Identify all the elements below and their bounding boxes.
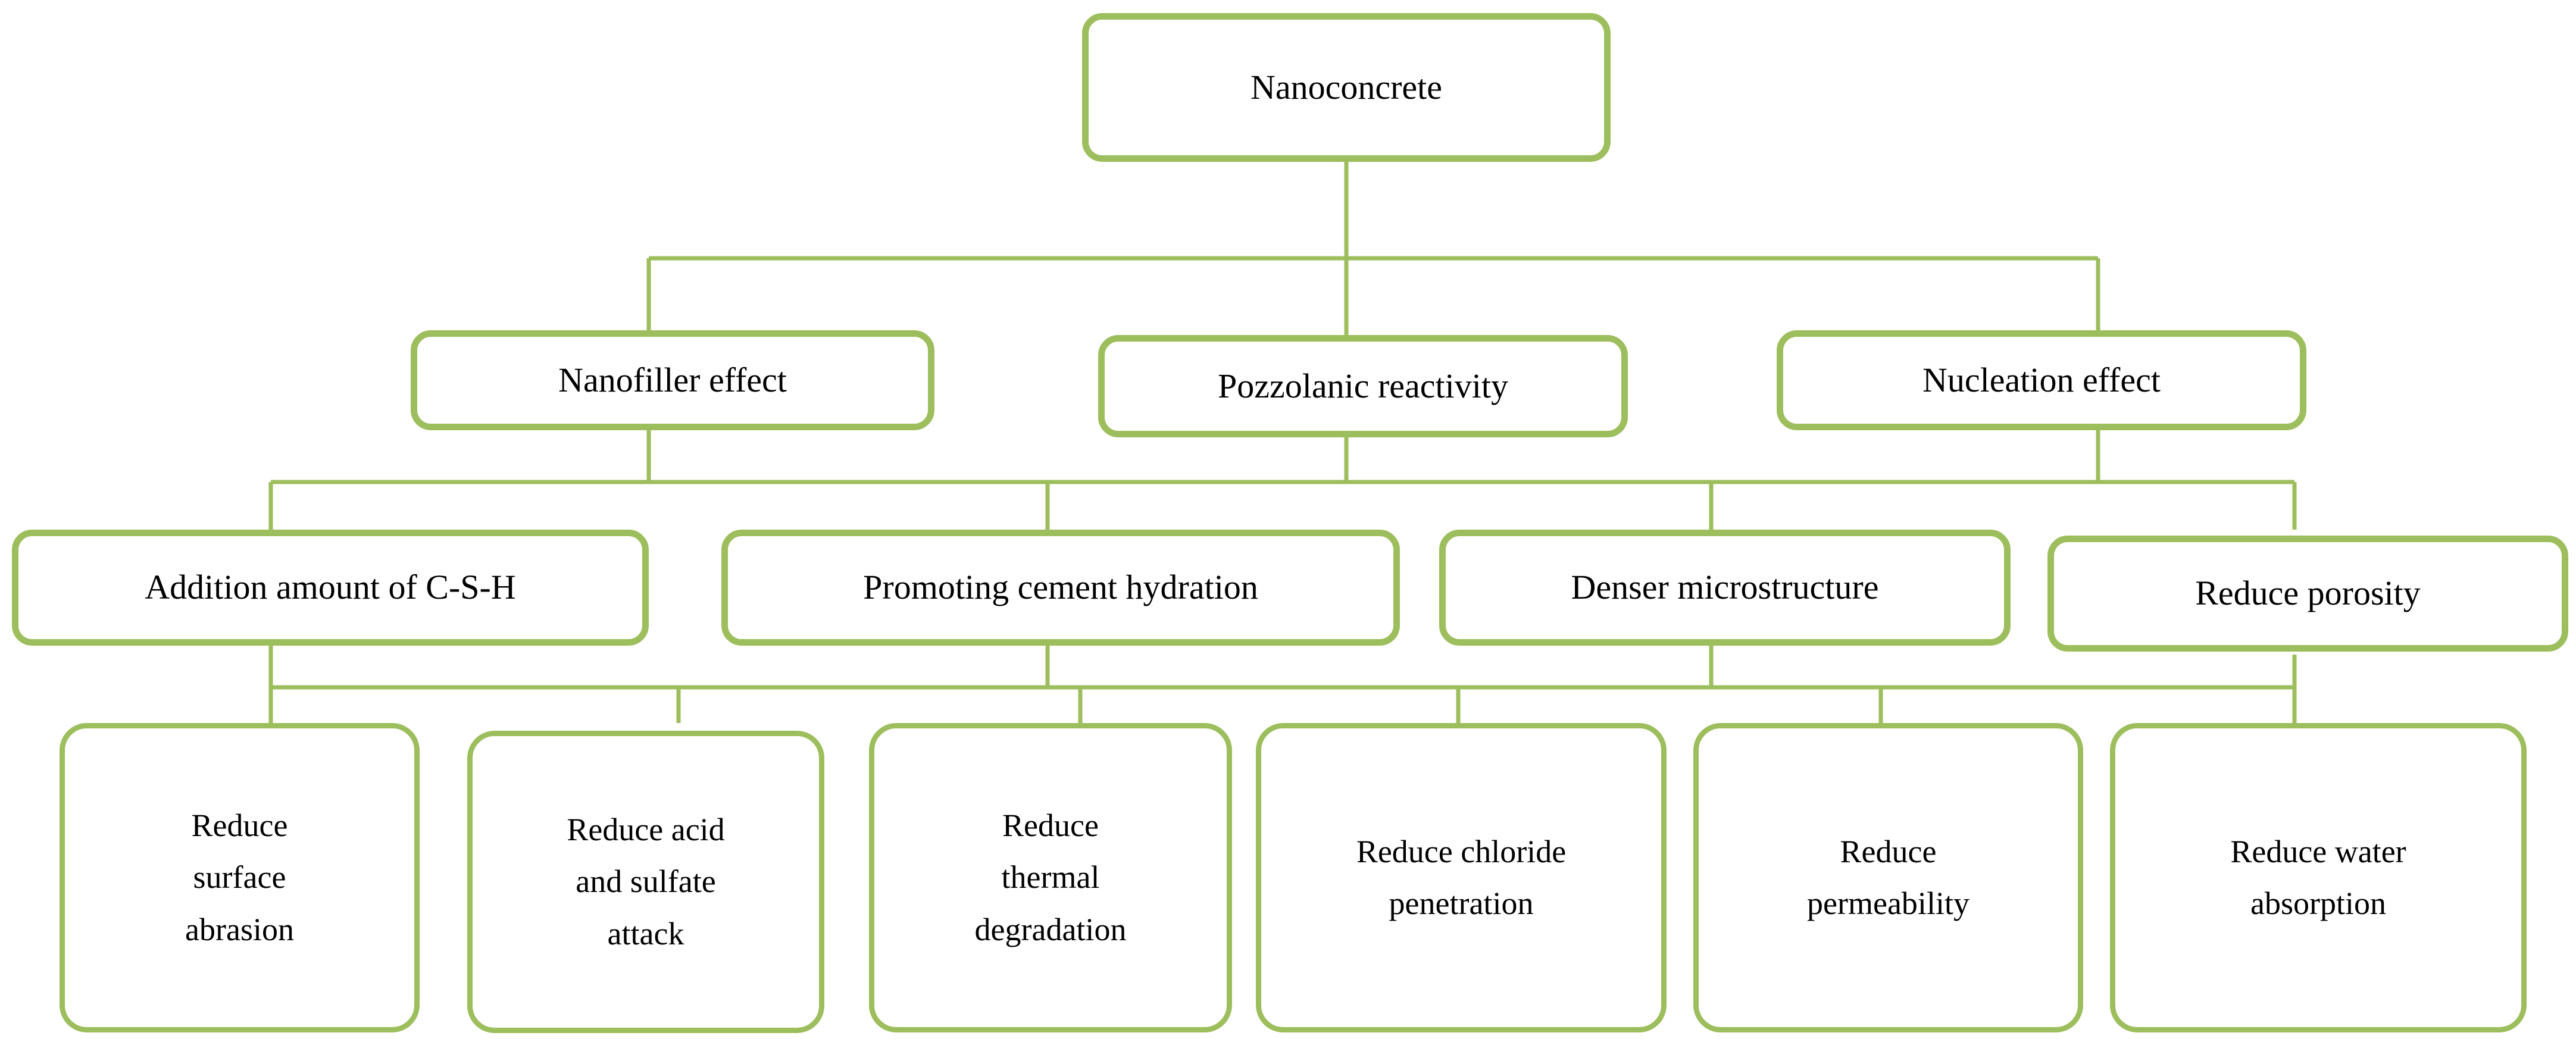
node-label: Reduce chloride penetration	[1356, 833, 1567, 921]
node-label: Reduce acid and sulfate attack	[567, 811, 725, 952]
node-label: Reduce surface abrasion	[185, 807, 294, 947]
node-reduce-thermal-degradation[interactable]: Reduce thermal degradation	[869, 723, 1232, 1032]
node-nucleation-effect[interactable]: Nucleation effect	[1777, 330, 2306, 430]
node-reduce-water-absorption[interactable]: Reduce water absorption	[2110, 723, 2527, 1032]
node-denser-microstructure[interactable]: Denser microstructure	[1439, 530, 2011, 646]
node-nanofiller-effect[interactable]: Nanofiller effect	[411, 330, 934, 430]
node-label: Reduce thermal degradation	[974, 807, 1127, 947]
node-reduce-permeability[interactable]: Reduce permeability	[1693, 723, 2083, 1032]
node-label: Reduce permeability	[1807, 833, 1969, 921]
node-label: Reduce water absorption	[2230, 833, 2406, 921]
node-reduce-chloride-penetration[interactable]: Reduce chloride penetration	[1256, 723, 1667, 1032]
node-nanoconcrete[interactable]: Nanoconcrete	[1082, 13, 1611, 162]
node-reduce-surface-abrasion[interactable]: Reduce surface abrasion	[60, 723, 420, 1032]
node-label: Nanofiller effect	[558, 360, 787, 399]
node-label: Denser microstructure	[1571, 568, 1879, 607]
node-label: Promoting cement hydration	[863, 568, 1258, 607]
node-pozzolanic-reactivity[interactable]: Pozzolanic reactivity	[1098, 335, 1628, 437]
node-reduce-acid-and-sulfate-attack[interactable]: Reduce acid and sulfate attack	[467, 731, 824, 1033]
node-promoting-cement-hydration[interactable]: Promoting cement hydration	[721, 530, 1400, 646]
node-label: Nucleation effect	[1922, 360, 2161, 399]
node-label: Reduce porosity	[2195, 574, 2421, 613]
node-reduce-porosity[interactable]: Reduce porosity	[2047, 536, 2568, 652]
node-label: Pozzolanic reactivity	[1218, 366, 1508, 405]
node-label: Nanoconcrete	[1250, 67, 1443, 107]
node-label: Addition amount of C-S-H	[145, 568, 516, 607]
node-addition-amount-of-csh[interactable]: Addition amount of C-S-H	[12, 530, 649, 646]
